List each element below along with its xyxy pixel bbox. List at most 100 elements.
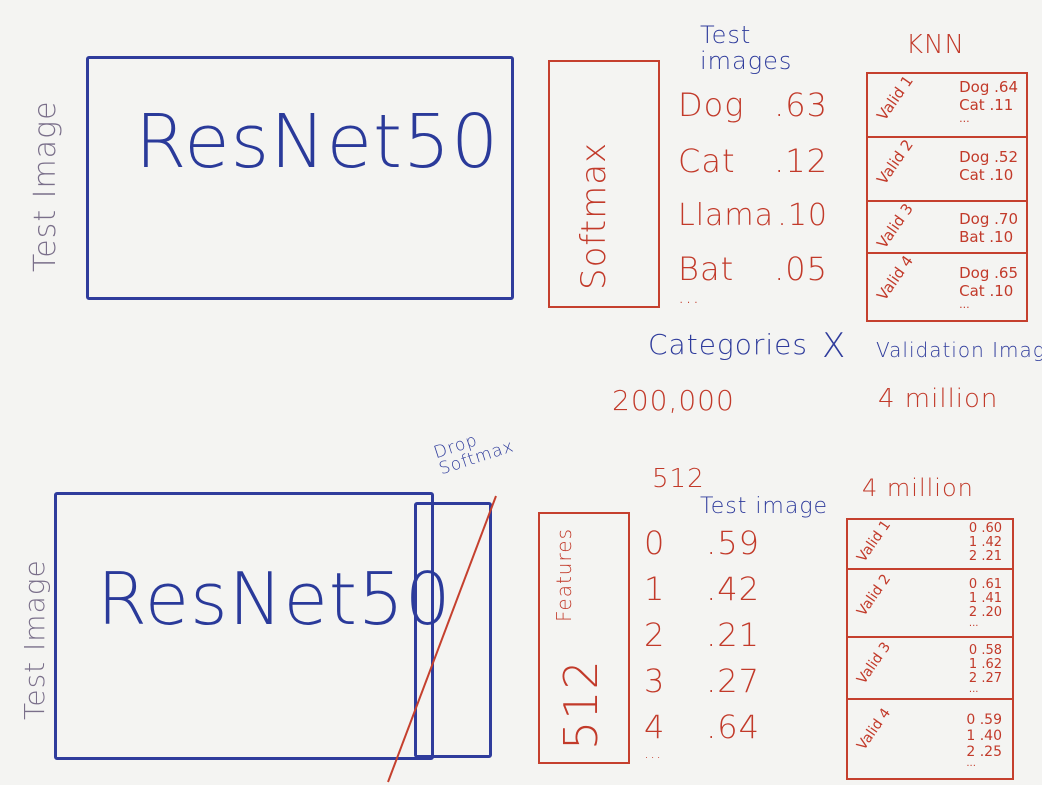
knn-cell: Valid 2 0 .61 1 .41 2 .20 ... — [848, 568, 1012, 636]
knn-valid-label: Valid 2 — [873, 136, 917, 188]
feature-index: 3 — [644, 662, 666, 700]
knn-values: Dog .65 Cat .10 ... — [959, 264, 1018, 310]
drop-softmax-strike — [387, 495, 497, 783]
feature-value: .42 — [706, 570, 760, 608]
knn-value-row: Cat .10 — [959, 282, 1014, 300]
bottom-resnet-label: ResNet50 — [97, 557, 452, 641]
prediction-value: .05 — [774, 250, 828, 288]
knn-cell: Valid 1 0 .60 1 .42 2 .21 — [848, 517, 1012, 568]
knn-value-row: 1 .42 — [968, 535, 1002, 550]
knn-value-row: Bat .10 — [959, 228, 1014, 246]
knn-valid-label: Valid 1 — [873, 72, 917, 124]
knn-valid-label: Valid 1 — [854, 517, 895, 566]
knn-value-row: Dog .65 — [959, 264, 1018, 282]
knn-valid-label: Valid 2 — [854, 571, 895, 620]
knn-cell: Valid 3 Dog .70 Bat .10 — [868, 200, 1026, 252]
knn-valid-label: Valid 4 — [854, 705, 895, 754]
features-box: 512 Features — [538, 512, 630, 764]
feature-value: .64 — [706, 708, 760, 746]
feature-index: 2 — [644, 616, 666, 654]
knn-value-row: Cat .10 — [959, 166, 1014, 184]
top-test-image-label: Test Image — [28, 100, 63, 272]
features-ellipsis: ... — [644, 743, 663, 762]
feature-index: 1 — [644, 570, 666, 608]
knn-value-row: 0 .59 — [966, 712, 1002, 728]
knn-value-row: 0 .58 — [968, 643, 1002, 658]
feature-value: .27 — [706, 662, 760, 700]
top-resnet-box: ResNet50 — [86, 56, 514, 300]
bottom-resnet-box: ResNet50 — [54, 492, 451, 760]
dropped-softmax-box — [414, 502, 492, 758]
prediction-label: Dog — [678, 86, 745, 124]
count-categories: 200,000 — [612, 384, 735, 417]
knn-ellipsis: ... — [959, 298, 970, 311]
features-box-number: 512 — [554, 659, 608, 750]
bottom-test-image-label: Test Image — [18, 559, 51, 720]
feature-value: .21 — [706, 616, 760, 654]
feature-row: 4 .64 — [644, 708, 760, 748]
knn-values: Dog .52 Cat .10 — [959, 148, 1018, 184]
prediction-ellipsis: ... — [678, 284, 701, 308]
knn-ellipsis: ... — [968, 684, 979, 695]
knn-cell: Valid 3 0 .58 1 .62 2 .27 ... — [848, 636, 1012, 698]
features-box-label: Features — [552, 528, 576, 622]
prediction-row: Llama .10 — [678, 198, 828, 250]
top-knn-table: Valid 1 Dog .64 Cat .11 ... Valid 2 Dog … — [866, 72, 1028, 322]
validation-text: Validation Image — [876, 338, 1042, 362]
feature-row: 0 .59 — [644, 524, 760, 570]
knn-values: 0 .59 1 .40 2 .25 ... — [966, 712, 1002, 769]
knn-ellipsis: ... — [959, 112, 970, 125]
features-count: 512 — [652, 464, 705, 494]
knn-value-row: Cat .11 — [959, 96, 1014, 114]
feature-row: 1 .42 — [644, 570, 760, 616]
features-list: 0 .59 1 .42 2 .21 3 .27 4 .64 ... — [644, 524, 760, 762]
knn-value-row: 2 .25 — [966, 744, 1002, 760]
knn-valid-label: Valid 3 — [873, 200, 917, 252]
prediction-row: Bat .05 — [678, 250, 828, 288]
knn-ellipsis: ... — [966, 758, 976, 769]
prediction-value: .10 — [777, 198, 828, 233]
times-symbol: X — [822, 326, 847, 366]
knn-cell: Valid 1 Dog .64 Cat .11 ... — [868, 72, 1026, 136]
prediction-label: Llama — [678, 198, 775, 233]
knn-value-row: 0 .61 — [968, 577, 1002, 592]
prediction-label: Cat — [678, 142, 736, 180]
top-test-images-header: Test images — [700, 21, 793, 75]
prediction-row: Cat .12 — [678, 142, 828, 198]
knn-values: Dog .64 Cat .11 ... — [959, 78, 1018, 124]
top-resnet-label: ResNet50 — [135, 99, 500, 185]
knn-value-row: 1 .41 — [968, 591, 1002, 606]
feature-index: 4 — [644, 708, 666, 746]
feature-index: 0 — [644, 524, 666, 562]
knn-value-row: 2 .20 — [968, 605, 1002, 620]
drop-softmax-label: Drop Softmax — [431, 430, 517, 480]
top-predictions-list: Dog .63 Cat .12 Llama .10 Bat .05 ... — [678, 86, 828, 308]
count-validation: 4 million — [878, 384, 999, 414]
top-softmax-box: Softmax — [548, 60, 660, 308]
prediction-value: .12 — [774, 142, 828, 180]
bottom-knn-count: 4 million — [862, 474, 974, 502]
knn-value-row: 2 .21 — [968, 549, 1002, 564]
knn-value-row: 0 .60 — [968, 521, 1002, 536]
knn-value-row: Dog .52 — [959, 148, 1018, 166]
knn-ellipsis: ... — [968, 618, 979, 629]
knn-valid-label: Valid 3 — [854, 639, 895, 688]
knn-value-row: 1 .62 — [968, 657, 1002, 672]
knn-values: Dog .70 Bat .10 — [959, 210, 1018, 246]
knn-values: 0 .61 1 .41 2 .20 ... — [968, 577, 1002, 629]
top-knn-header: KNN — [906, 30, 965, 60]
feature-value: .59 — [706, 524, 760, 562]
bottom-test-image-header: Test image — [700, 494, 829, 519]
prediction-row: Dog .63 — [678, 86, 828, 142]
categories-text: Categories — [648, 328, 808, 361]
bottom-knn-table: Valid 1 0 .60 1 .42 2 .21 Valid 2 0 .61 … — [846, 517, 1014, 780]
knn-valid-label: Valid 4 — [873, 252, 917, 304]
feature-row: 2 .21 — [644, 616, 760, 662]
top-softmax-label: Softmax — [574, 141, 614, 290]
knn-value-row: Dog .64 — [959, 78, 1018, 96]
knn-cell: Valid 4 Dog .65 Cat .10 ... — [868, 252, 1026, 320]
knn-value-row: 1 .40 — [966, 728, 1002, 744]
prediction-label: Bat — [678, 250, 735, 288]
knn-cell: Valid 4 0 .59 1 .40 2 .25 ... — [848, 698, 1012, 780]
knn-cell: Valid 2 Dog .52 Cat .10 — [868, 136, 1026, 200]
